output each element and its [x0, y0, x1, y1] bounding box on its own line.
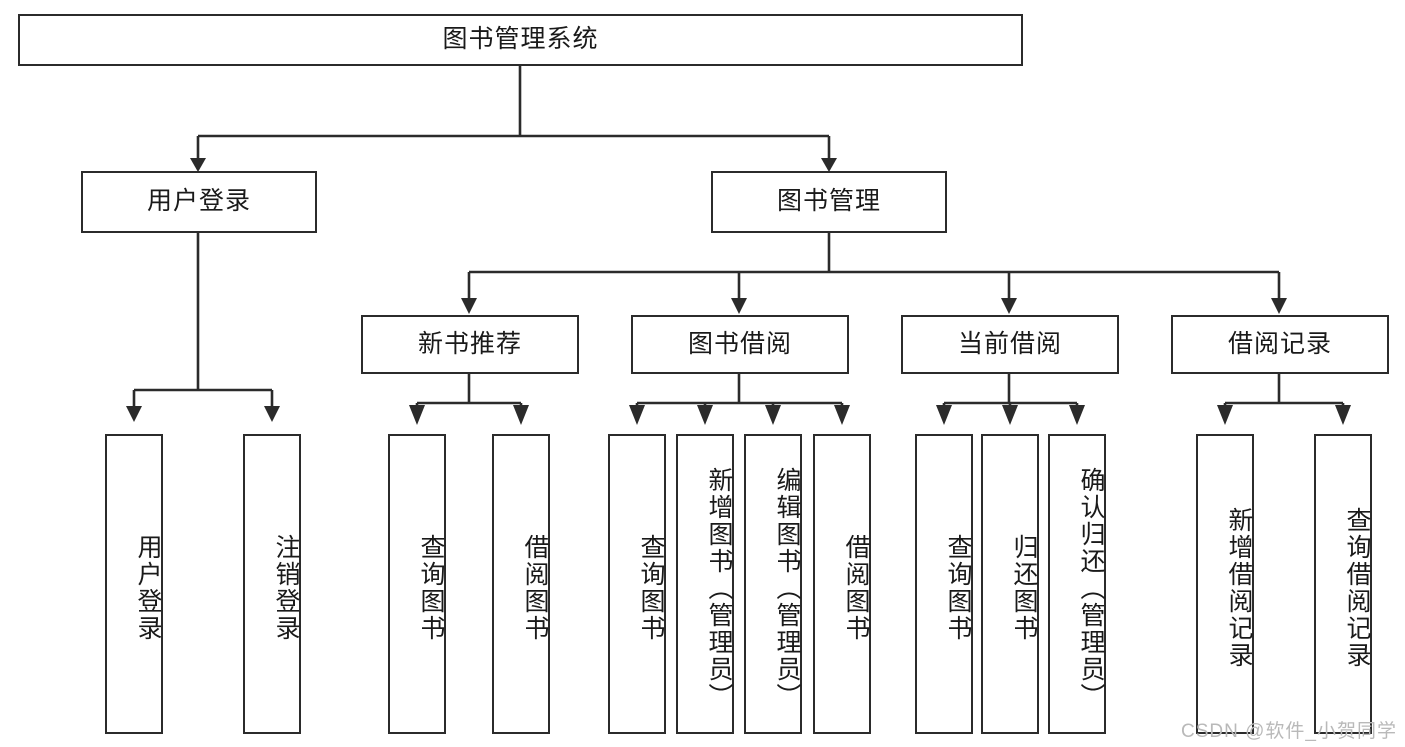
node-label: 确认归还（管理员）	[1077, 466, 1105, 710]
node-label: 用户登录	[146, 187, 251, 216]
node-label: 注销登录	[272, 534, 300, 642]
arrow-book-borrow-leaf-2	[697, 405, 713, 425]
leaf-user-login-signin[interactable]: 用户登录	[105, 434, 163, 734]
node-label: 当前借阅	[957, 329, 1062, 358]
arrow-new-book-leaf-2	[513, 405, 529, 425]
node-label: 新增图书（管理员）	[705, 466, 733, 710]
node-label: 编辑图书（管理员）	[773, 466, 801, 710]
node-label: 查询图书	[417, 534, 445, 642]
arrow-book-borrow-leaf-3	[765, 405, 781, 425]
arrow-current-borrow-leaf-1	[936, 405, 952, 425]
arrow-borrow-records	[1271, 298, 1287, 314]
arrow-user-login-leaf-1	[126, 406, 142, 422]
node-label: 归还图书	[1010, 534, 1038, 642]
leaf-borrow-records-add[interactable]: 新增借阅记录	[1196, 434, 1254, 734]
arrow-user-login	[190, 158, 206, 172]
arrow-current-borrow-leaf-2	[1002, 405, 1018, 425]
node-book-management[interactable]: 图书管理	[711, 171, 947, 233]
leaf-current-borrow-confirm-return[interactable]: 确认归还（管理员）	[1048, 434, 1106, 734]
node-root-system[interactable]: 图书管理系统	[18, 14, 1023, 66]
leaf-borrow-records-query[interactable]: 查询借阅记录	[1314, 434, 1372, 734]
watermark-text: CSDN @软件_小贺同学	[1181, 721, 1397, 742]
node-new-book-recommend[interactable]: 新书推荐	[361, 315, 579, 374]
leaf-book-borrow-query[interactable]: 查询图书	[608, 434, 666, 734]
arrow-user-login-leaf-2	[264, 406, 280, 422]
node-user-login[interactable]: 用户登录	[81, 171, 317, 233]
arrow-current-borrow-leaf-3	[1069, 405, 1085, 425]
leaf-new-book-query[interactable]: 查询图书	[388, 434, 446, 734]
arrow-book-borrow-leaf-4	[834, 405, 850, 425]
leaf-book-borrow-borrow[interactable]: 借阅图书	[813, 434, 871, 734]
node-label: 新增借阅记录	[1225, 507, 1253, 669]
node-label: 图书管理系统	[442, 25, 599, 54]
node-label: 用户登录	[134, 534, 162, 642]
node-label: 图书借阅	[687, 329, 792, 358]
leaf-current-borrow-return[interactable]: 归还图书	[981, 434, 1039, 734]
node-label: 借阅图书	[521, 534, 549, 642]
leaf-book-borrow-edit[interactable]: 编辑图书（管理员）	[744, 434, 802, 734]
leaf-current-borrow-query[interactable]: 查询图书	[915, 434, 973, 734]
arrow-borrow-records-leaf-2	[1335, 405, 1351, 425]
arrow-new-book	[461, 298, 477, 314]
node-label: 查询图书	[637, 534, 665, 642]
arrow-new-book-leaf-1	[409, 405, 425, 425]
node-label: 图书管理	[776, 187, 881, 216]
node-book-borrow[interactable]: 图书借阅	[631, 315, 849, 374]
node-label: 借阅记录	[1227, 329, 1332, 358]
node-borrow-records[interactable]: 借阅记录	[1171, 315, 1389, 374]
arrow-current-borrow	[1001, 298, 1017, 314]
node-current-borrow[interactable]: 当前借阅	[901, 315, 1119, 374]
arrow-book-manage	[821, 158, 837, 172]
node-label: 借阅图书	[842, 534, 870, 642]
node-label: 查询借阅记录	[1343, 507, 1371, 669]
leaf-book-borrow-add[interactable]: 新增图书（管理员）	[676, 434, 734, 734]
node-label: 新书推荐	[417, 329, 522, 358]
arrow-borrow-records-leaf-1	[1217, 405, 1233, 425]
leaf-user-login-signout[interactable]: 注销登录	[243, 434, 301, 734]
node-label: 查询图书	[944, 534, 972, 642]
arrow-book-borrow-leaf-1	[629, 405, 645, 425]
arrow-book-borrow	[731, 298, 747, 314]
leaf-new-book-borrow[interactable]: 借阅图书	[492, 434, 550, 734]
